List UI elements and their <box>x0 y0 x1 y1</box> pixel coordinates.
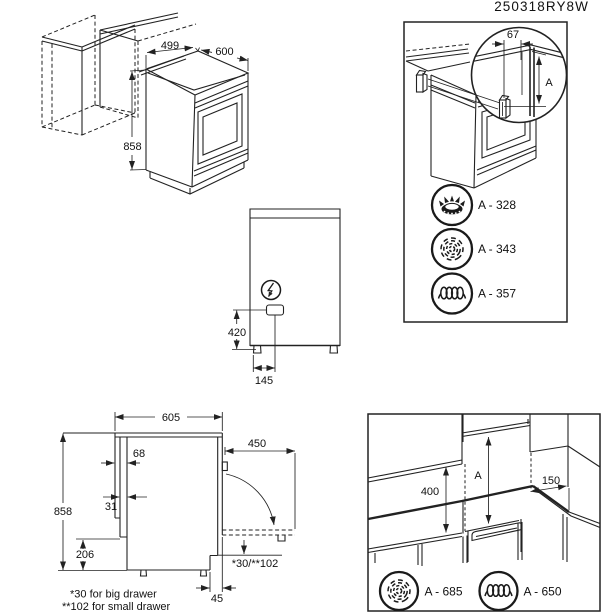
svg-text:858: 858 <box>54 506 72 518</box>
dim-plinth-inset: 45 <box>196 537 236 605</box>
front-profile <box>127 433 223 571</box>
dim-width-top: 600 <box>197 46 249 71</box>
hob-variant-coil: A - 357 <box>430 272 516 315</box>
dim-side-clearance: 150 <box>530 475 570 510</box>
left-cabinet <box>41 24 136 135</box>
gap-extension-dashed <box>464 453 532 531</box>
svg-text:A - 685: A - 685 <box>425 585 463 599</box>
terminal-box <box>265 304 285 316</box>
panel-border <box>403 21 568 323</box>
svg-text:A - 328: A - 328 <box>478 198 516 212</box>
svg-text:A - 357: A - 357 <box>478 287 516 301</box>
radiant-icon <box>387 579 411 603</box>
svg-text:206: 206 <box>76 549 94 561</box>
svg-text:858: 858 <box>123 141 141 153</box>
door-handle <box>221 461 228 472</box>
note-big-drawer: *30 for big drawer <box>70 589 157 601</box>
dim-terminal-offset: 145 <box>252 315 276 387</box>
coil-icon <box>437 286 467 300</box>
hob-variant-radiant: A - 685 <box>378 570 463 612</box>
worktop-hidden-edge <box>405 43 471 52</box>
dim-rear-mid-gap: 31 <box>103 494 147 513</box>
svg-text:499: 499 <box>161 40 179 52</box>
svg-text:67: 67 <box>507 29 519 41</box>
left-wall-cabinet <box>367 414 463 483</box>
dim-terminal-height: 420 <box>228 309 267 350</box>
door-swing-arc <box>225 473 276 526</box>
perspective-view: 499 600 858 <box>41 12 250 195</box>
hob-variant-gas: A - 328 <box>430 183 516 227</box>
svg-text:*30/**102: *30/**102 <box>232 558 279 570</box>
worktop <box>405 48 471 72</box>
svg-text:420: 420 <box>228 327 246 339</box>
leader-lines <box>427 78 501 110</box>
dim-rear-top-gap: 68 <box>101 448 145 466</box>
dim-bracket-offset: 67 <box>492 29 533 47</box>
electrical-connection-icon <box>260 279 282 301</box>
drawer-front <box>193 148 249 177</box>
svg-text:145: 145 <box>255 375 273 387</box>
gas-burner-icon <box>439 195 465 215</box>
svg-text:A: A <box>545 77 553 89</box>
svg-text:150: 150 <box>542 475 560 487</box>
drawer-front <box>476 145 537 176</box>
feet <box>252 345 339 354</box>
rear-panel <box>249 208 341 347</box>
note-small-drawer: **102 for small drawer <box>62 601 171 613</box>
svg-text:605: 605 <box>162 412 180 424</box>
dim-depth-top: 499 <box>145 40 199 68</box>
open-door-dashed <box>222 529 295 536</box>
svg-text:31: 31 <box>105 501 117 513</box>
ext-lines <box>503 40 522 98</box>
left-cabinet-hidden-edges <box>41 14 136 136</box>
open-door-handle <box>277 535 286 542</box>
clearance-panel: 400 A 150 A - 685 <box>367 413 601 612</box>
worktop-lines <box>63 432 223 438</box>
radiant-icon <box>440 237 464 261</box>
svg-text:45: 45 <box>211 593 223 605</box>
right-wall-cabinet <box>529 414 601 487</box>
base-cabinets <box>374 522 523 566</box>
svg-text:600: 600 <box>215 46 233 58</box>
corner-detail-panel: 67 A <box>403 21 568 323</box>
dim-height: 858 <box>123 69 147 171</box>
side-view: 605 858 68 31 206 450 <box>54 412 296 613</box>
dim-rear-plinth-height: 206 <box>76 538 120 570</box>
worktop-right <box>536 490 601 562</box>
rear-profile <box>114 433 128 570</box>
middle-cabinet <box>99 12 179 107</box>
magnifier-circle <box>470 26 568 124</box>
plinth <box>149 162 245 195</box>
feet <box>139 569 208 577</box>
svg-text:A - 343: A - 343 <box>478 242 516 256</box>
dim-drawer-gap: *30/**102 <box>217 540 282 570</box>
dim-hood-clearance: A <box>474 437 492 524</box>
middle-cabinet-hidden-edges <box>99 23 197 119</box>
worktop-left <box>367 501 464 554</box>
dim-depth: 605 <box>114 412 223 431</box>
document-code: 250318RY8W <box>494 0 589 14</box>
anti-tip-bracket-icon <box>415 69 428 93</box>
dim-height-ref: A <box>504 51 553 107</box>
dim-door-open-depth: 450 <box>224 438 296 529</box>
hob-variant-coil: A - 650 <box>478 570 562 612</box>
coil-icon <box>484 583 513 598</box>
svg-text:A: A <box>474 470 482 482</box>
svg-text:400: 400 <box>421 486 439 498</box>
wall-junction <box>367 484 570 521</box>
dim-cabinet-clearance: 400 <box>421 467 449 533</box>
rear-view: 420 145 <box>228 208 341 387</box>
svg-text:A - 650: A - 650 <box>524 585 562 599</box>
svg-text:450: 450 <box>248 438 266 450</box>
hob-variant-radiant: A - 343 <box>430 227 516 271</box>
cooker <box>144 50 250 195</box>
oven-door <box>197 93 243 165</box>
anti-tip-bracket-detail <box>498 94 511 120</box>
dim-height: 858 <box>54 433 127 571</box>
magnified-corner <box>472 44 566 117</box>
panel-border <box>367 413 601 612</box>
upper-middle-cabinet <box>461 414 531 452</box>
svg-text:68: 68 <box>133 448 145 460</box>
